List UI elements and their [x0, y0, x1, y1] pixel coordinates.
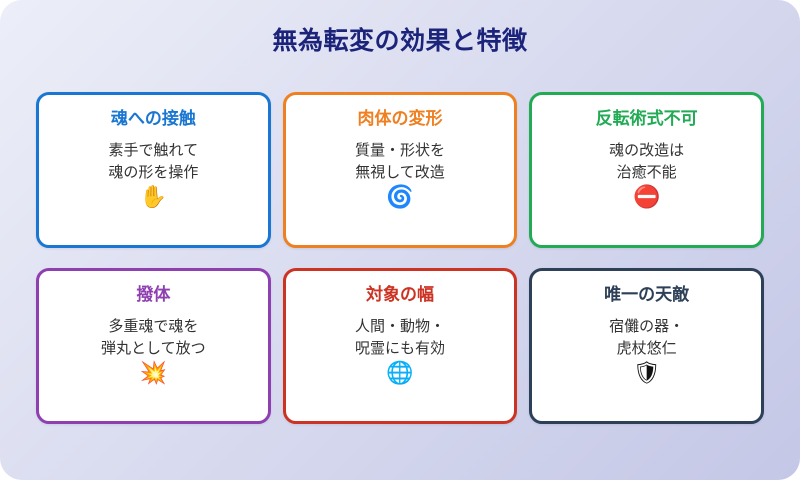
- card-description: 多重魂で魂を 弾丸として放つ: [101, 318, 206, 357]
- card-title: 撥体: [136, 285, 171, 304]
- feature-card-grid: 魂への接触 素手で触れて 魂の形を操作 ✋ 肉体の変形 質量・形状を 無視して改…: [36, 92, 764, 424]
- card-description: 宿儺の器・ 虎杖悠仁: [609, 318, 685, 357]
- card-description: 人間・動物・ 呪霊にも有効: [354, 318, 445, 357]
- collision-burst-icon: 💥: [139, 360, 168, 386]
- card-description: 質量・形状を 無視して改造: [354, 142, 445, 181]
- card-description: 魂の改造は 治癒不能: [609, 142, 685, 181]
- feature-card-soul-contact: 魂への接触 素手で触れて 魂の形を操作 ✋: [36, 92, 271, 248]
- raised-hand-icon: ✋: [139, 184, 168, 210]
- card-title: 唯一の天敵: [604, 285, 690, 304]
- globe-icon: 🌐: [386, 360, 414, 386]
- card-title: 魂への接触: [110, 109, 196, 128]
- card-title: 対象の幅: [365, 285, 434, 304]
- shield-icon: 🛡: [632, 360, 661, 386]
- no-entry-icon: ⛔: [632, 184, 661, 210]
- feature-card-no-reverse-technique: 反転術式不可 魂の改造は 治癒不能 ⛔: [529, 92, 764, 248]
- card-title: 反転術式不可: [595, 109, 698, 128]
- cyclone-icon: 🌀: [386, 184, 414, 210]
- card-description: 素手で触れて 魂の形を操作: [108, 142, 199, 181]
- card-title: 肉体の変形: [357, 109, 443, 128]
- feature-card-target-range: 対象の幅 人間・動物・ 呪霊にも有効 🌐: [282, 268, 518, 424]
- feature-card-body-transformation: 肉体の変形 質量・形状を 無視して改造 🌀: [282, 92, 518, 248]
- page-title: 無為転変の効果と特徴: [272, 27, 528, 55]
- feature-card-repulsion: 撥体 多重魂で魂を 弾丸として放つ 💥: [36, 268, 271, 424]
- feature-card-only-nemesis: 唯一の天敵 宿儺の器・ 虎杖悠仁 🛡: [529, 268, 764, 424]
